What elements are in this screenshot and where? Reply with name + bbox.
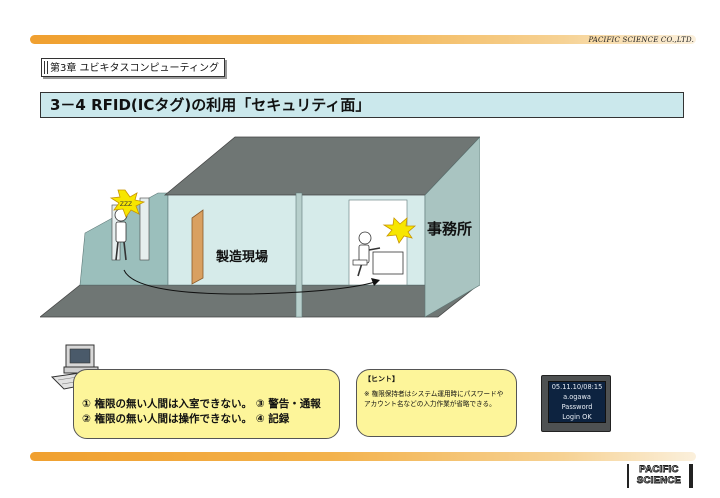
office-label: 事務所 [427, 220, 473, 238]
logo-line-2: SCIENCE [636, 475, 682, 487]
company-name: PACIFIC SCIENCE CO.,LTD. [588, 36, 694, 44]
office-worker [352, 231, 381, 277]
door [191, 209, 204, 285]
section-title: 3－4 RFID(ICタグ)の利用「セキュリティ面」 [40, 92, 684, 118]
logo-line-1: PACIFIC [639, 464, 679, 476]
alert-label: ZZZ [120, 201, 132, 208]
alert-burst: ZZZ [109, 189, 146, 218]
effects-line-2: ② 権限の無い人間は操作できない。 ④ 記録 [82, 413, 290, 425]
terminal-status: Login OK [562, 413, 592, 421]
hint-body: ※ 権限保持者はシステム運用時にパスワードやアカウント名などの入力作業が省略でき… [364, 390, 504, 408]
top-accent-bar [30, 35, 696, 44]
hint-callout: 【ヒント】 ※ 権限保持者はシステム運用時にパスワードやアカウント名などの入力作… [356, 369, 517, 437]
movement-path [123, 269, 376, 295]
terminal-user: a.ogawa [563, 393, 591, 401]
chapter-label: 第3章 ユビキタスコンピューティング [41, 58, 225, 77]
partition-wall [295, 192, 303, 318]
right-wall [424, 136, 480, 318]
roof [163, 136, 480, 196]
path-arrowhead [371, 278, 380, 286]
effects-callout [73, 369, 340, 439]
alert-burst-office [382, 217, 417, 244]
bottom-accent-bar [30, 452, 696, 461]
terminal-password-label: Password [561, 403, 593, 411]
gate-post [139, 197, 150, 261]
desk [372, 251, 404, 275]
terminal-screen: 05.11.10/08:15 a.ogawa Password Login OK [548, 381, 606, 423]
security-diagram: ZZZ [40, 136, 480, 318]
company-logo: PACIFIC SCIENCE [627, 464, 693, 488]
effects-line-1: ① 権限の無い人間は入室できない。 ③ 警告・通報 [82, 398, 321, 410]
terminal-datetime: 05.11.10/08:15 [551, 383, 603, 391]
hint-title: 【ヒント】 [364, 375, 399, 383]
factory-label: 製造現場 [216, 250, 269, 265]
floor [40, 284, 480, 318]
login-terminal: 05.11.10/08:15 a.ogawa Password Login OK [541, 375, 611, 432]
